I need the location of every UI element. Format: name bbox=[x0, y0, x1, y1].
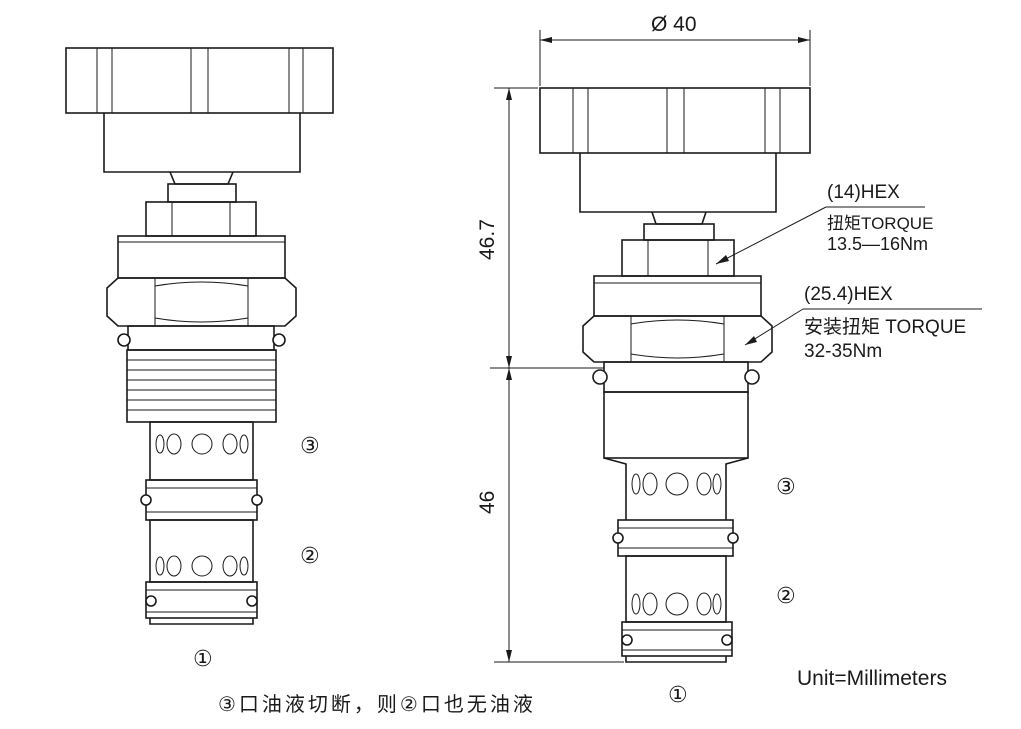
height-dimension bbox=[490, 87, 624, 663]
right-port3-label: ③ bbox=[776, 474, 796, 499]
small-hex-torque-value: 13.5—16Nm bbox=[827, 234, 928, 254]
left-handwheel bbox=[65, 47, 334, 114]
right-handwheel bbox=[539, 87, 811, 154]
right-body bbox=[603, 391, 749, 459]
height-upper-label: 46.7 bbox=[476, 219, 499, 260]
right-port2-label: ② bbox=[776, 583, 796, 608]
large-hex-torque-label: 安装扭矩 TORQUE bbox=[804, 316, 966, 338]
left-port1-label: ① bbox=[193, 646, 213, 671]
right-small-hex bbox=[621, 239, 735, 277]
small-hex-torque-label: 扭矩TORQUE bbox=[827, 214, 933, 233]
diameter-label: Ø 40 bbox=[651, 13, 697, 36]
unit-note: Unit=Millimeters bbox=[797, 667, 947, 690]
right-valve bbox=[539, 87, 811, 663]
left-port2-label: ② bbox=[300, 543, 320, 568]
caption: ③口油液切断，则②口也无油液 bbox=[218, 692, 536, 716]
height-lower-label: 46 bbox=[476, 491, 499, 514]
left-handwheel-hub bbox=[103, 113, 301, 173]
left-large-hex bbox=[106, 277, 297, 327]
large-hex-leader bbox=[744, 308, 982, 346]
small-hex-size: (14)HEX bbox=[827, 182, 900, 203]
right-large-hex bbox=[582, 315, 773, 363]
large-hex-torque-value: 32-35Nm bbox=[804, 341, 882, 362]
right-handwheel-hub bbox=[579, 153, 777, 213]
large-hex-size: (25.4)HEX bbox=[804, 284, 893, 305]
left-small-hex bbox=[145, 201, 257, 237]
left-thread bbox=[126, 349, 277, 423]
diameter-dimension bbox=[539, 30, 811, 86]
small-hex-leader bbox=[715, 206, 925, 265]
left-valve bbox=[65, 47, 334, 625]
right-port1-label: ① bbox=[668, 682, 688, 707]
left-port3-label: ③ bbox=[300, 433, 320, 458]
